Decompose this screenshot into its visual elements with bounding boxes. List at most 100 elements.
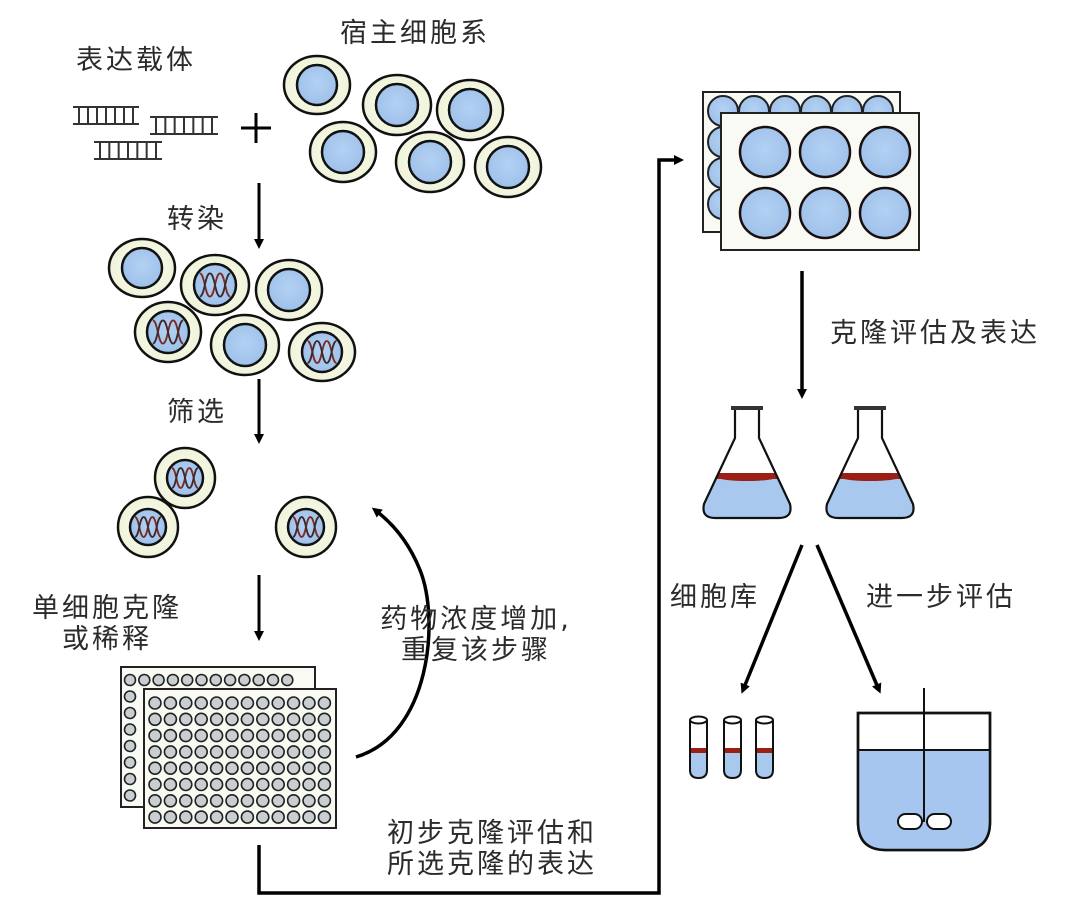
well [225, 777, 239, 792]
nucleus [295, 63, 339, 107]
well [179, 696, 193, 710]
transfected-cell [116, 495, 180, 559]
cell [107, 237, 177, 299]
single-cell-cloning-label: 单细胞克隆 或稀释 [17, 593, 197, 655]
well [286, 728, 301, 743]
well [194, 745, 208, 759]
well [163, 810, 178, 824]
well [271, 793, 286, 808]
well [286, 745, 301, 759]
nucleus [485, 144, 531, 190]
flask-icon [825, 406, 915, 520]
well [317, 777, 332, 792]
well [225, 696, 239, 710]
well [148, 696, 162, 710]
well [163, 777, 178, 792]
further-evaluation-label: 进一步评估 [866, 582, 1016, 613]
well [148, 728, 162, 743]
expression-vector-group [73, 106, 218, 160]
well [194, 728, 208, 743]
test-tube-icon [723, 715, 742, 780]
well [179, 777, 193, 792]
impeller-left-blade [897, 813, 923, 830]
well [302, 712, 316, 727]
well [240, 728, 255, 743]
well [255, 761, 270, 776]
well [148, 810, 162, 824]
well [179, 793, 193, 808]
96-well-plate-icon [120, 666, 337, 829]
well [209, 745, 224, 759]
transfected-cell [153, 446, 217, 510]
well [255, 696, 270, 710]
well [240, 761, 255, 776]
well [286, 696, 301, 710]
cell [473, 135, 543, 199]
well [194, 777, 208, 792]
well [194, 761, 208, 776]
well [179, 728, 193, 743]
well [240, 810, 255, 824]
well [317, 793, 332, 808]
transfected-cell [274, 495, 338, 559]
cell [394, 130, 466, 194]
repeat-step-line2: 重复该步骤 [401, 635, 551, 667]
well [255, 777, 270, 792]
well [148, 761, 162, 776]
well [317, 696, 332, 710]
repeat-step-line1: 药物浓度增加, [380, 604, 572, 635]
repeat-step-arrow [355, 507, 431, 759]
well [225, 745, 239, 759]
well [302, 745, 316, 759]
flasks-group [702, 406, 915, 520]
well [163, 712, 178, 727]
well [163, 745, 178, 759]
cell [361, 73, 433, 137]
well [286, 761, 301, 776]
well [271, 777, 286, 792]
well [194, 712, 208, 727]
well [209, 793, 224, 808]
well [302, 728, 316, 743]
well [302, 810, 316, 824]
well [317, 761, 332, 776]
cell-bank-tubes-group [689, 715, 774, 780]
well [317, 728, 332, 743]
well [317, 712, 332, 727]
well [738, 186, 792, 240]
initial-evaluation-label: 初步克隆评估和 所选克隆的表达 [387, 818, 597, 880]
well [240, 793, 255, 808]
well [286, 793, 301, 808]
well [148, 793, 162, 808]
well [271, 745, 286, 759]
well [209, 712, 224, 727]
well [148, 712, 162, 727]
cell-bank-arrow [740, 544, 804, 694]
well [286, 712, 301, 727]
cell [282, 54, 352, 116]
cell-layer [724, 748, 741, 753]
cell-layer [690, 748, 707, 753]
well [858, 186, 912, 240]
cell-bank-label: 细胞库 [670, 582, 760, 613]
transfected-cell [133, 300, 203, 364]
well [163, 728, 178, 743]
nucleus [374, 82, 420, 128]
well [179, 810, 193, 824]
impeller-right-blade [926, 813, 952, 830]
well [225, 810, 239, 824]
clone-evaluation-label: 克隆评估及表达 [830, 318, 1040, 349]
bioreactor-icon [856, 688, 992, 852]
single-cell-cloning-line2: 或稀释 [62, 624, 152, 656]
cell [254, 258, 324, 322]
well [148, 745, 162, 759]
initial-evaluation-connector [257, 155, 684, 895]
well [255, 745, 270, 759]
well [271, 810, 286, 824]
well [240, 712, 255, 727]
well [738, 125, 792, 179]
well [240, 777, 255, 792]
well [240, 745, 255, 759]
well [240, 696, 255, 710]
well [271, 728, 286, 743]
